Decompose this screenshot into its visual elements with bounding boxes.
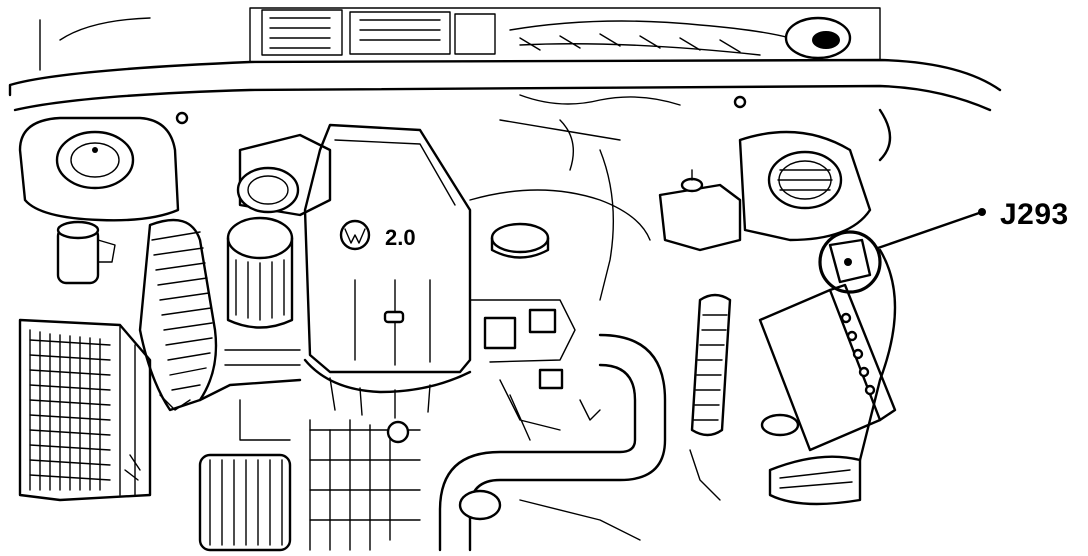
right-fender — [768, 108, 897, 506]
left-strut-tower — [18, 116, 180, 222]
cowl-panel — [8, 7, 1002, 112]
intake-manifold — [198, 349, 472, 419]
air-filter-box — [18, 318, 152, 502]
relay-j293 — [818, 230, 882, 294]
callout-leader — [876, 208, 986, 250]
component-callout-label: J293 — [1000, 198, 1069, 231]
callout-dot-icon — [978, 208, 986, 216]
wiring-harness-center — [469, 119, 651, 441]
alternator — [198, 453, 292, 552]
intake-hose — [138, 218, 218, 412]
fuse-box-area — [261, 9, 852, 60]
bay-details — [124, 94, 747, 501]
coolant-expansion-tank — [738, 130, 872, 242]
engine-cover-badge: 2.0 — [385, 225, 416, 250]
oil-filler-cap — [490, 222, 550, 259]
throttle-body — [226, 133, 332, 329]
brake-fluid-reservoir — [658, 169, 742, 252]
ignition-lead — [690, 293, 732, 437]
coolant-hose — [438, 333, 667, 552]
engine-block-lower — [309, 419, 641, 551]
washer-reservoir — [56, 220, 116, 285]
engine-cover: 2.0 — [303, 123, 472, 374]
battery — [758, 283, 897, 452]
